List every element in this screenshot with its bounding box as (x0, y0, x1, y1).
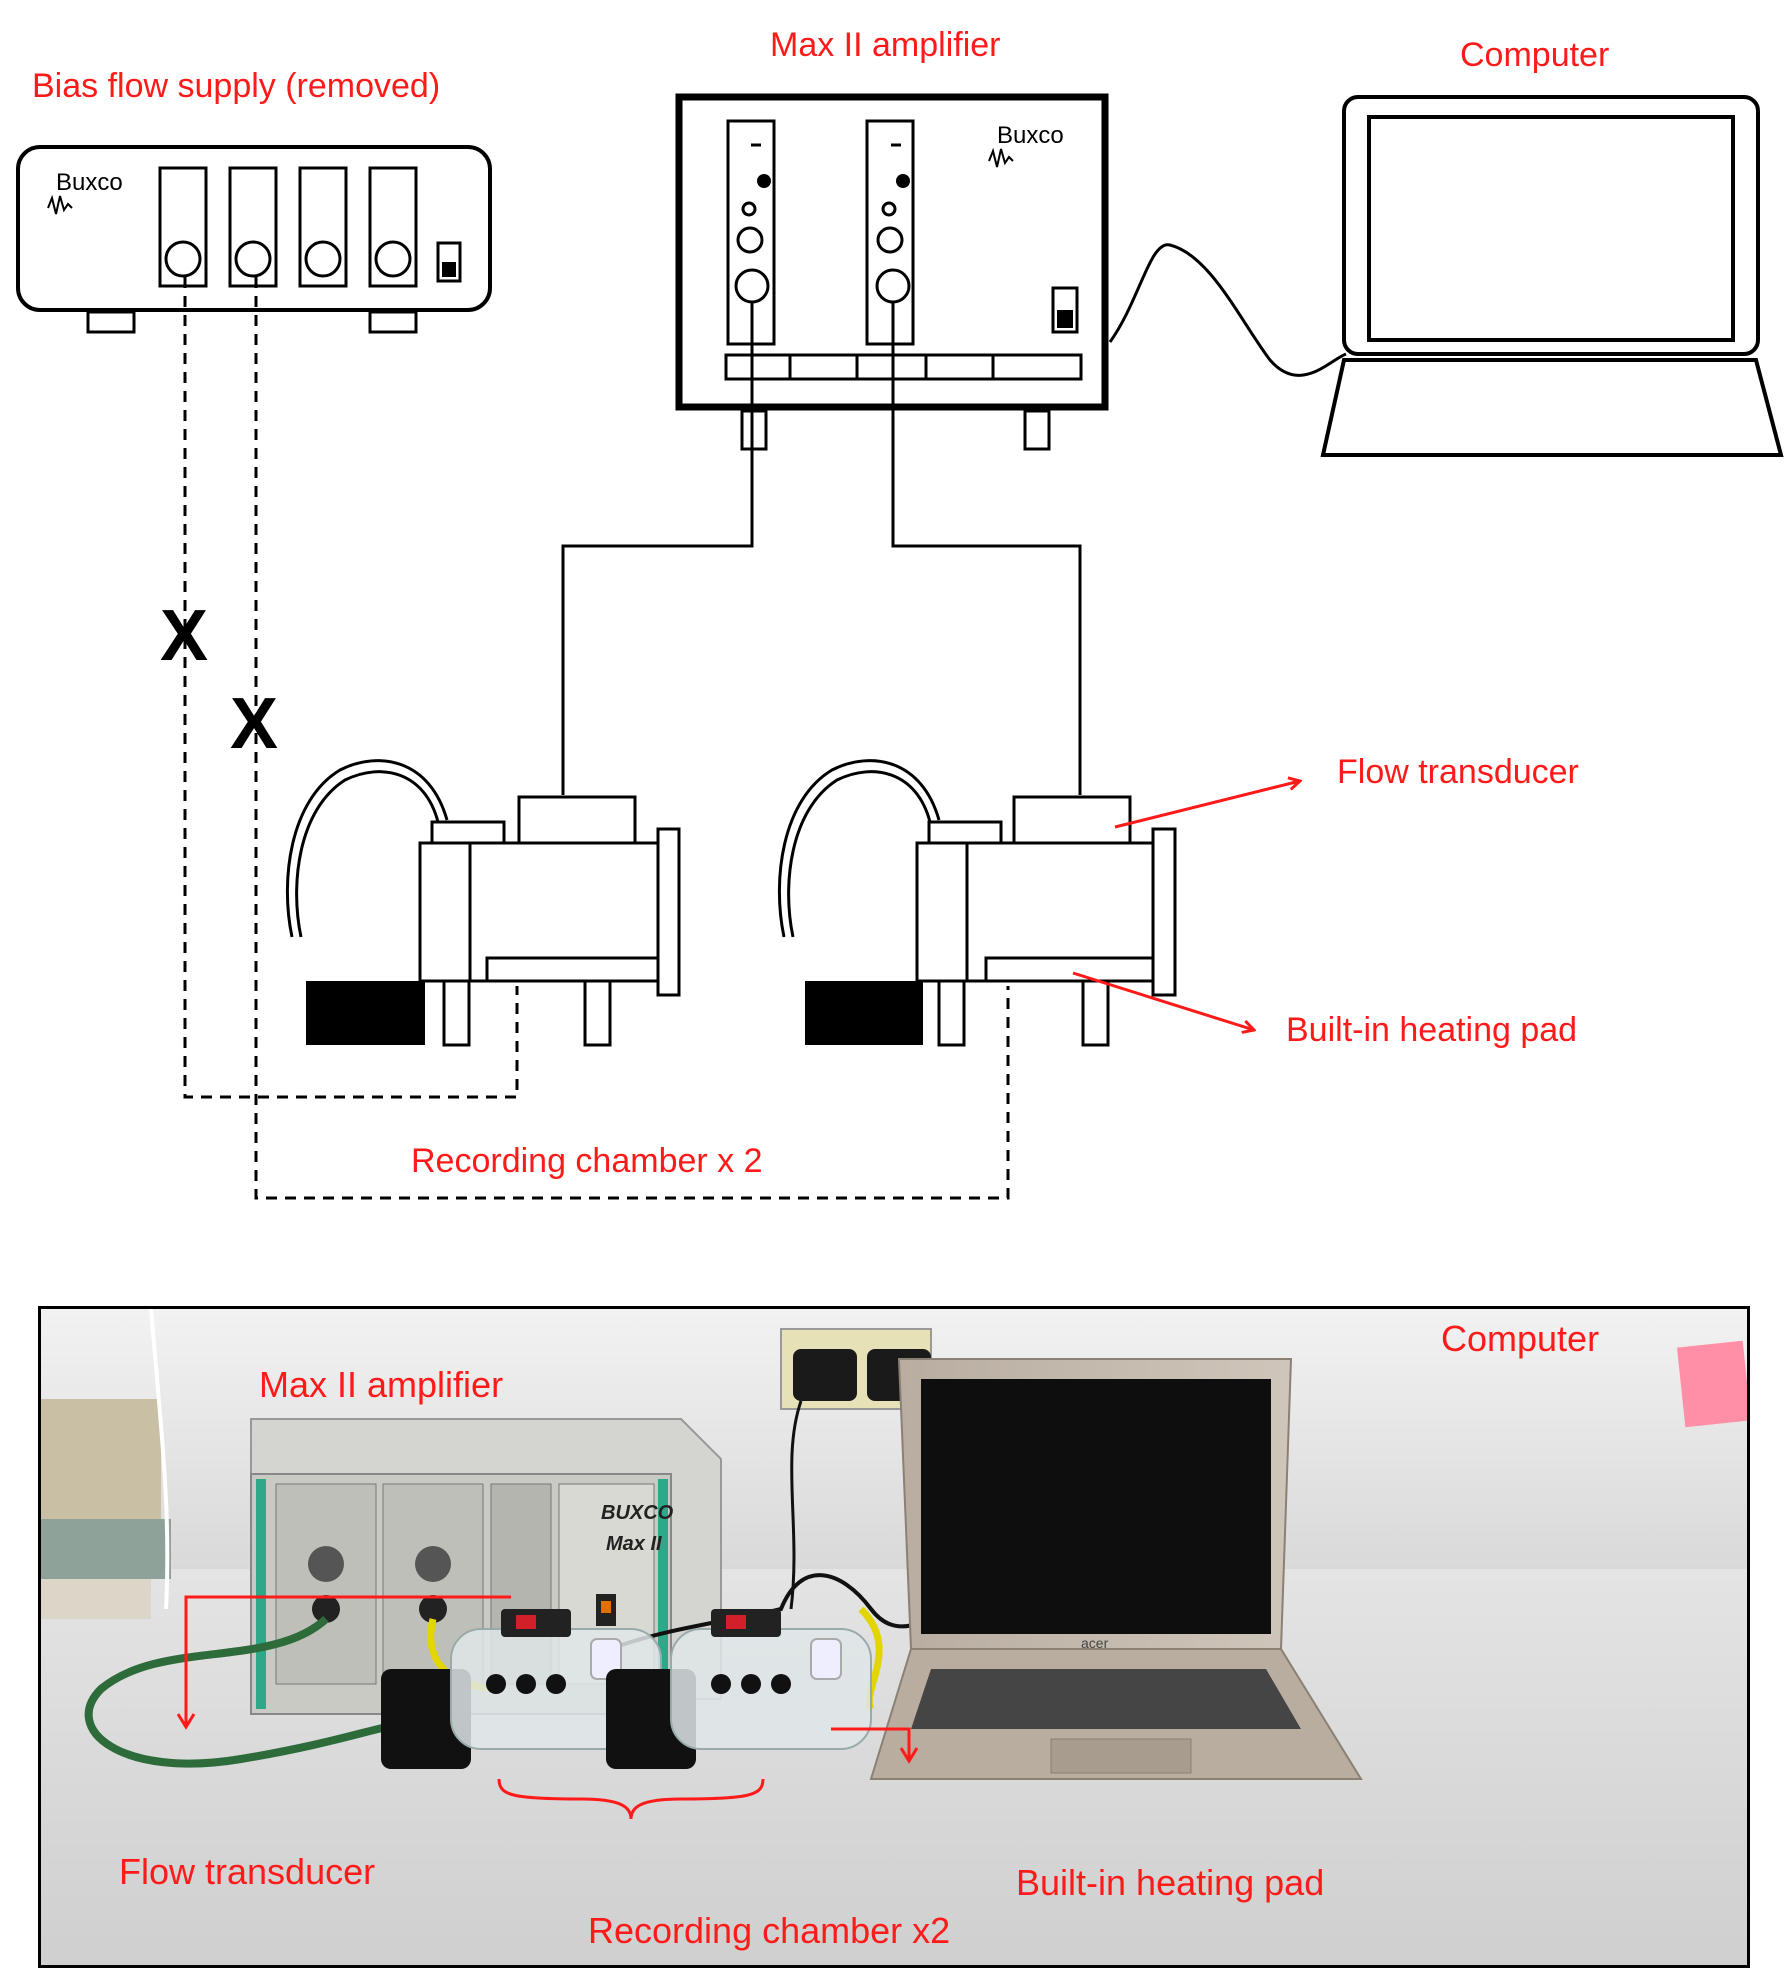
recording-chamber-2 (777, 759, 1177, 1047)
removed-x-mark-2: X (230, 684, 279, 764)
amplifier-chamber1-line (561, 302, 754, 795)
photo-illustration (41, 1309, 1747, 1965)
photo-recording-chamber-label: Recording chamber x2 (588, 1910, 951, 1951)
photo-heating-pad-pointer (831, 1727, 909, 1761)
photo-max-amplifier-label: Max II amplifier (259, 1364, 504, 1405)
device-brand-text: BUXCO (601, 1502, 674, 1524)
amplifier-logo: Buxco (997, 122, 1064, 149)
photo-flow-transducer-label: Flow transducer (119, 1851, 376, 1892)
bias-supply-logo: Buxco (56, 169, 123, 196)
computer-laptop-drawing (1320, 95, 1784, 457)
photo-heating-pad-label: Built-in heating pad (1016, 1862, 1325, 1903)
setup-photo: BUXCO Max II acer Max II amplifier Compu… (38, 1306, 1750, 1968)
amplifier-chamber2-line (891, 302, 1082, 795)
device-model-text: Max II (606, 1533, 662, 1555)
flow-transducer-arrow (1114, 781, 1300, 829)
heating-pad-arrow (1072, 971, 1254, 1030)
recording-chamber-1 (285, 759, 681, 1047)
bias-flow-supply-device (16, 145, 492, 334)
photo-flow-transducer-pointer (186, 1595, 511, 1727)
computer-label: Computer (1460, 36, 1610, 74)
bias-flow-supply-label: Bias flow supply (removed) (32, 67, 441, 105)
bias-flow-line-2 (254, 277, 1010, 1200)
recording-chamber-label: Recording chamber x 2 (411, 1142, 763, 1180)
amplifier-computer-cable (1108, 243, 1347, 377)
removed-x-mark-1: X (160, 596, 209, 676)
laptop-brand-text: acer (1081, 1635, 1109, 1651)
photo-recording-chamber-brace (497, 1778, 765, 1820)
max-amplifier-label: Max II amplifier (770, 26, 1001, 64)
bias-flow-line-1 (183, 277, 519, 1099)
photo-computer-label: Computer (1441, 1318, 1600, 1359)
heating-pad-label: Built-in heating pad (1286, 1011, 1578, 1049)
flow-transducer-label: Flow transducer (1337, 753, 1579, 791)
schematic-lines (16, 93, 1784, 1200)
